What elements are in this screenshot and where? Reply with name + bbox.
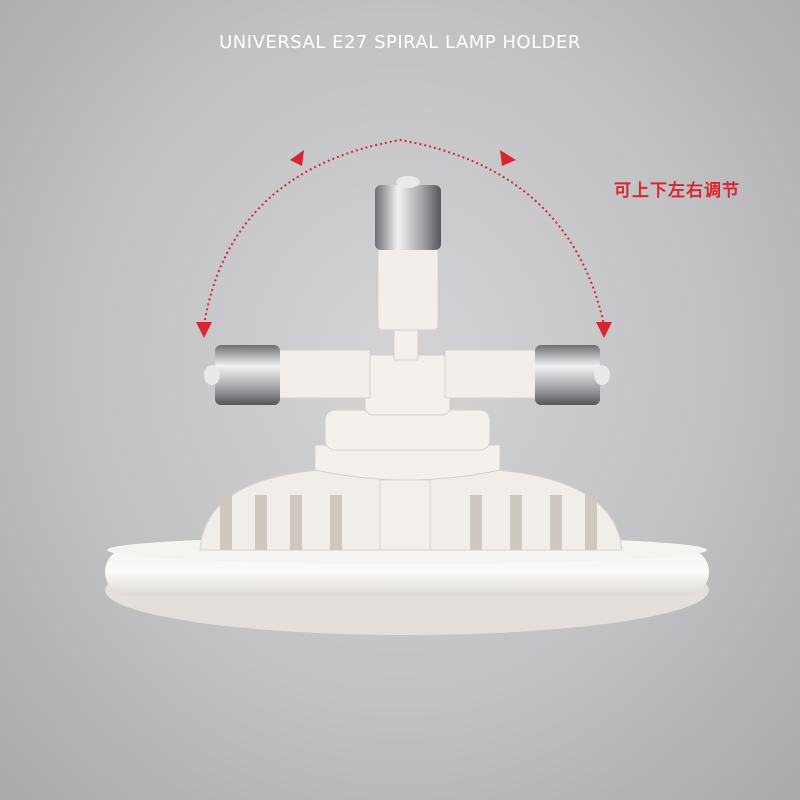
fan-cage [199,469,623,551]
product-title: UNIVERSAL E27 SPIRAL LAMP HOLDER [219,32,581,53]
top-lamp-holder [375,176,441,331]
fan-base [105,536,709,635]
adjustable-note: 可上下左右调节 [614,181,740,201]
right-lamp-holder [444,345,610,405]
socket-hub [314,319,501,481]
left-lamp-holder [204,345,371,405]
rotation-arrow [196,138,612,338]
